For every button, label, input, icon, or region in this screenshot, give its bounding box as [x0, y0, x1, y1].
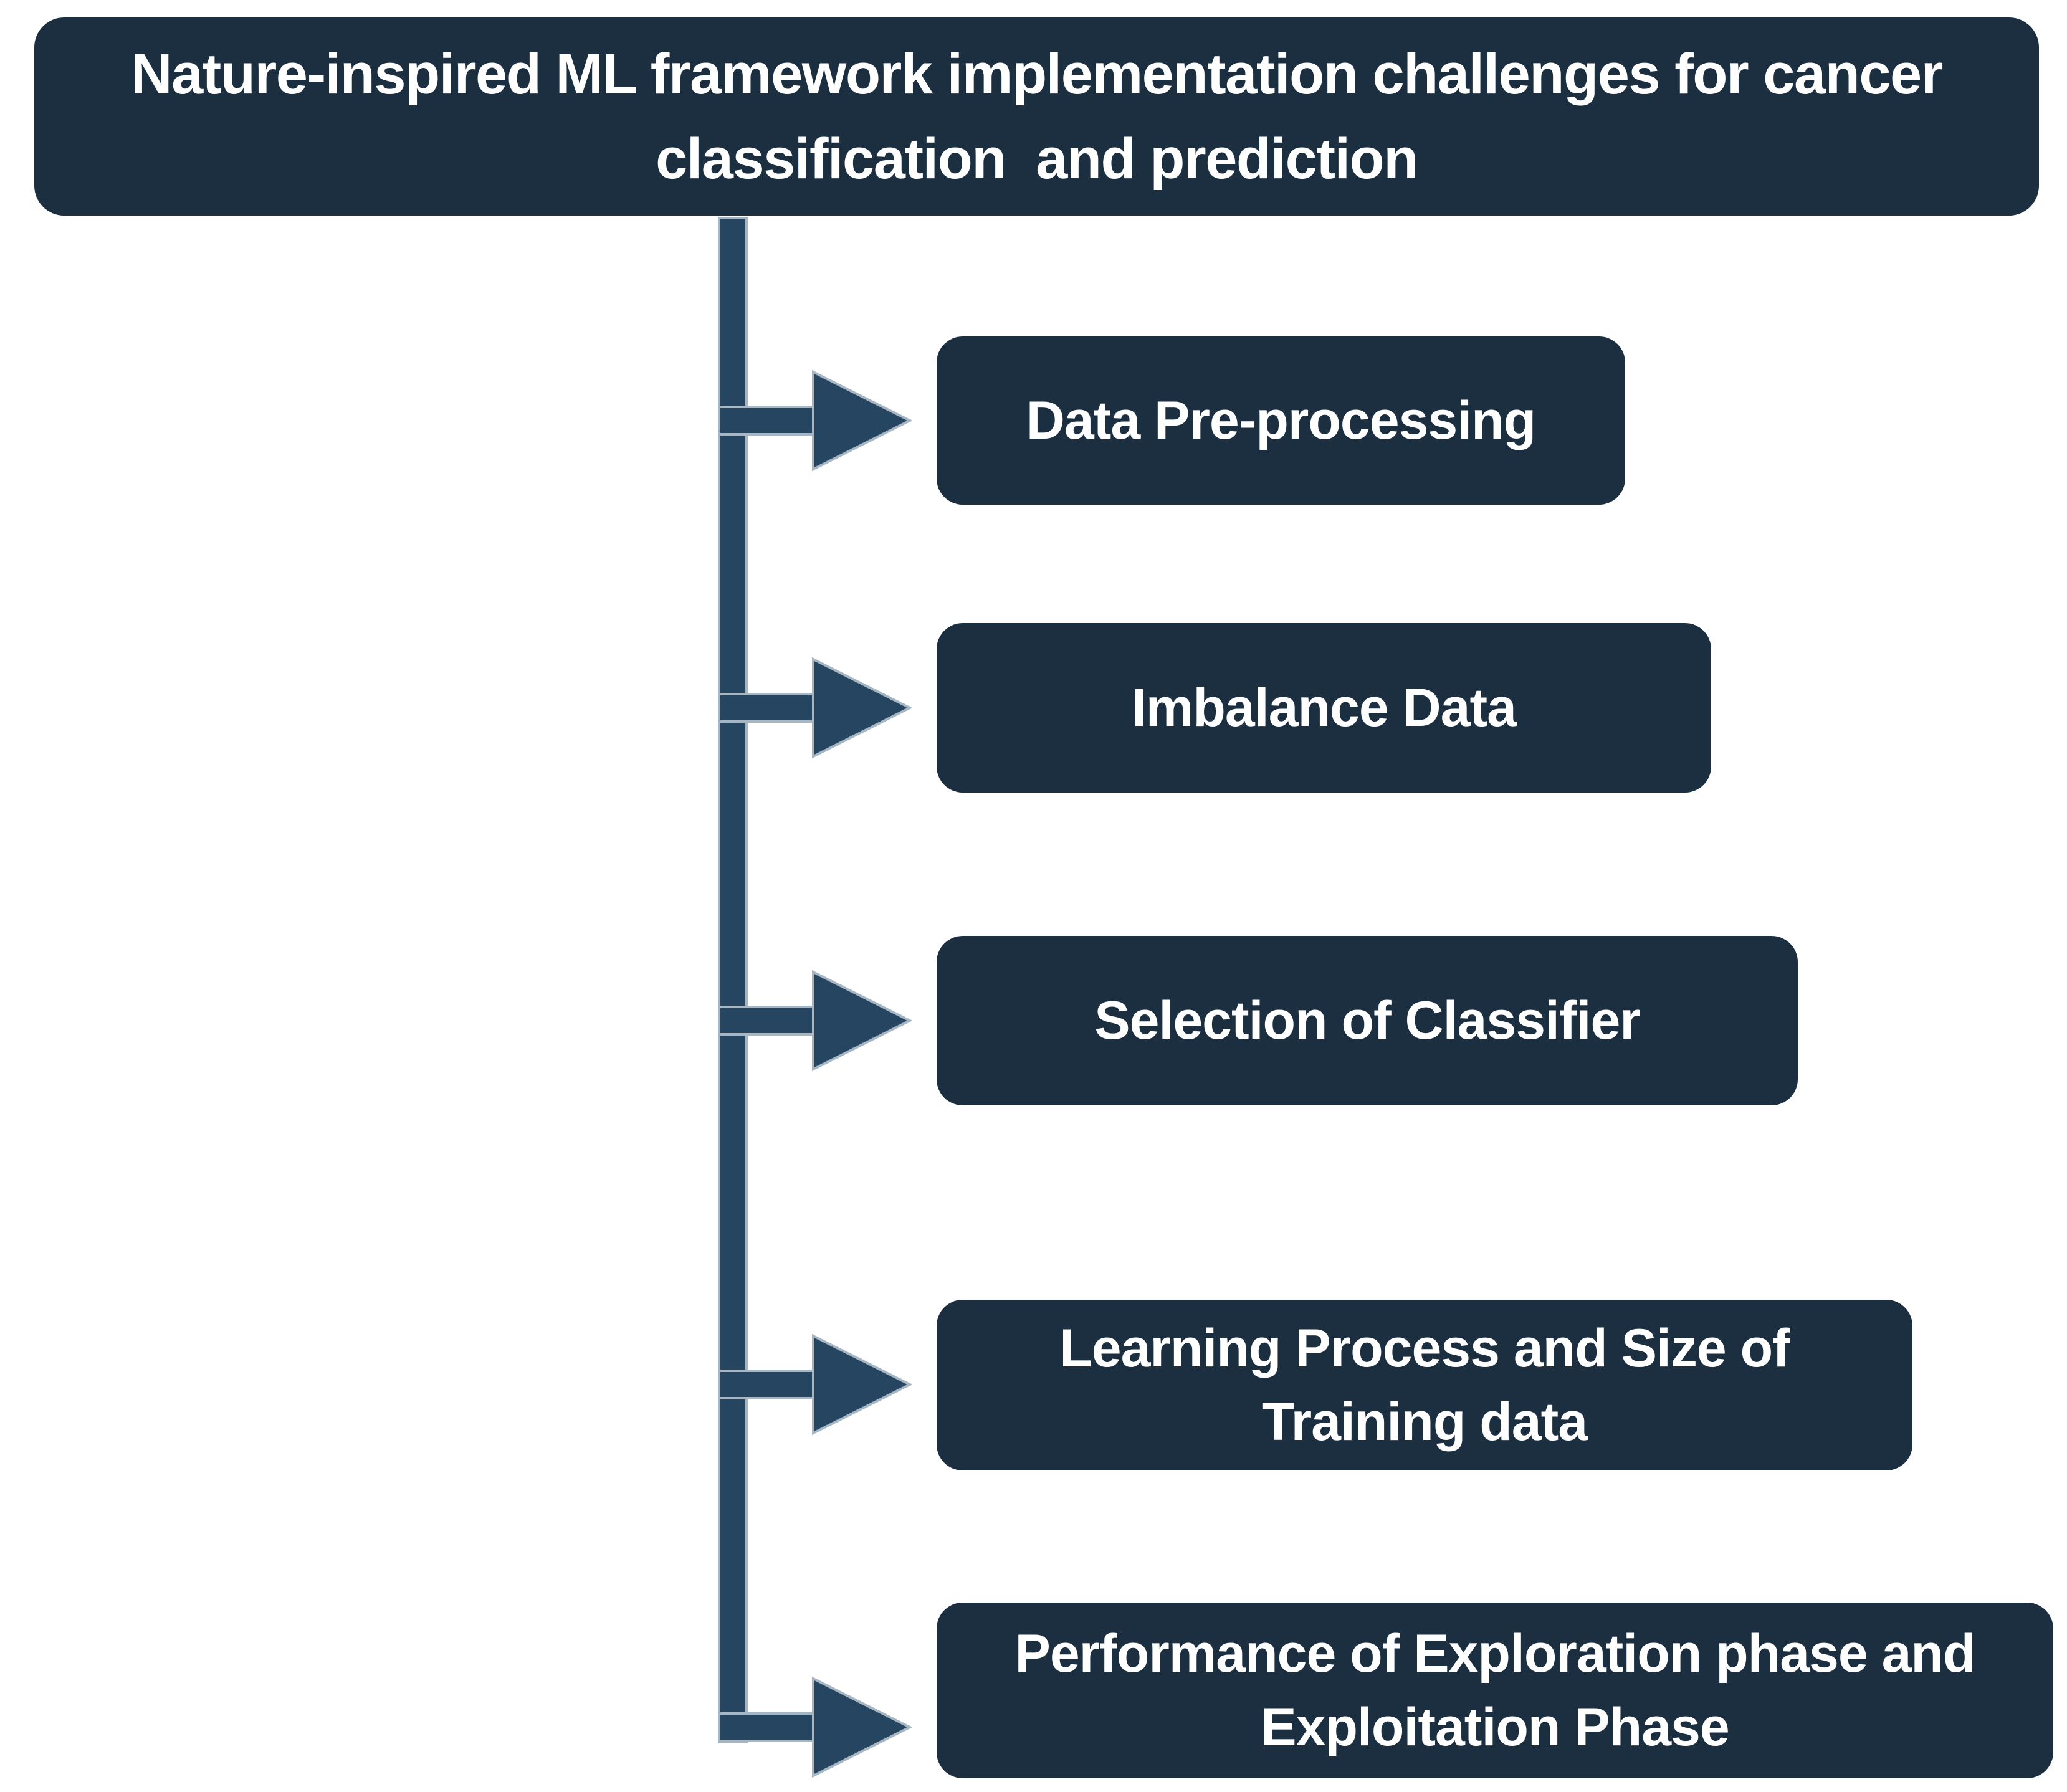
title-box: Nature-inspired ML framework implementat… [34, 17, 2039, 216]
arrow-1 [718, 369, 913, 472]
arrow-5 [718, 1676, 913, 1778]
challenge-box-imbalance-data: Imbalance Data [937, 623, 1711, 793]
challenge-box-exploration-exploitation: Performance of Exploration phase and Exp… [937, 1603, 2053, 1778]
challenge-label-line-2: Training data [1261, 1392, 1588, 1452]
arrow-3 [718, 970, 913, 1072]
challenge-label: Imbalance Data [1132, 678, 1517, 738]
challenge-box-data-pre-processing: Data Pre-processing [937, 336, 1625, 505]
challenge-label: Selection of Classifier [1094, 991, 1641, 1051]
challenge-label-line-2: Exploitation Phase [1261, 1697, 1729, 1757]
arrow-2 [718, 657, 913, 759]
challenge-box-selection-of-classifier: Selection of Classifier [937, 936, 1798, 1105]
trunk-connector [718, 217, 748, 1743]
challenge-label: Data Pre-processing [1026, 391, 1536, 450]
challenge-label-line-1: Performance of Exploration phase and [1014, 1624, 1975, 1684]
challenge-label-line-1: Learning Process and Size of [1059, 1318, 1790, 1378]
challenge-box-learning-process: Learning Process and Size of Training da… [937, 1300, 1912, 1470]
title-line-1: Nature-inspired ML framework implementat… [131, 42, 1943, 106]
arrow-4 [718, 1333, 913, 1436]
title-line-2: classification and prediction [656, 127, 1418, 191]
